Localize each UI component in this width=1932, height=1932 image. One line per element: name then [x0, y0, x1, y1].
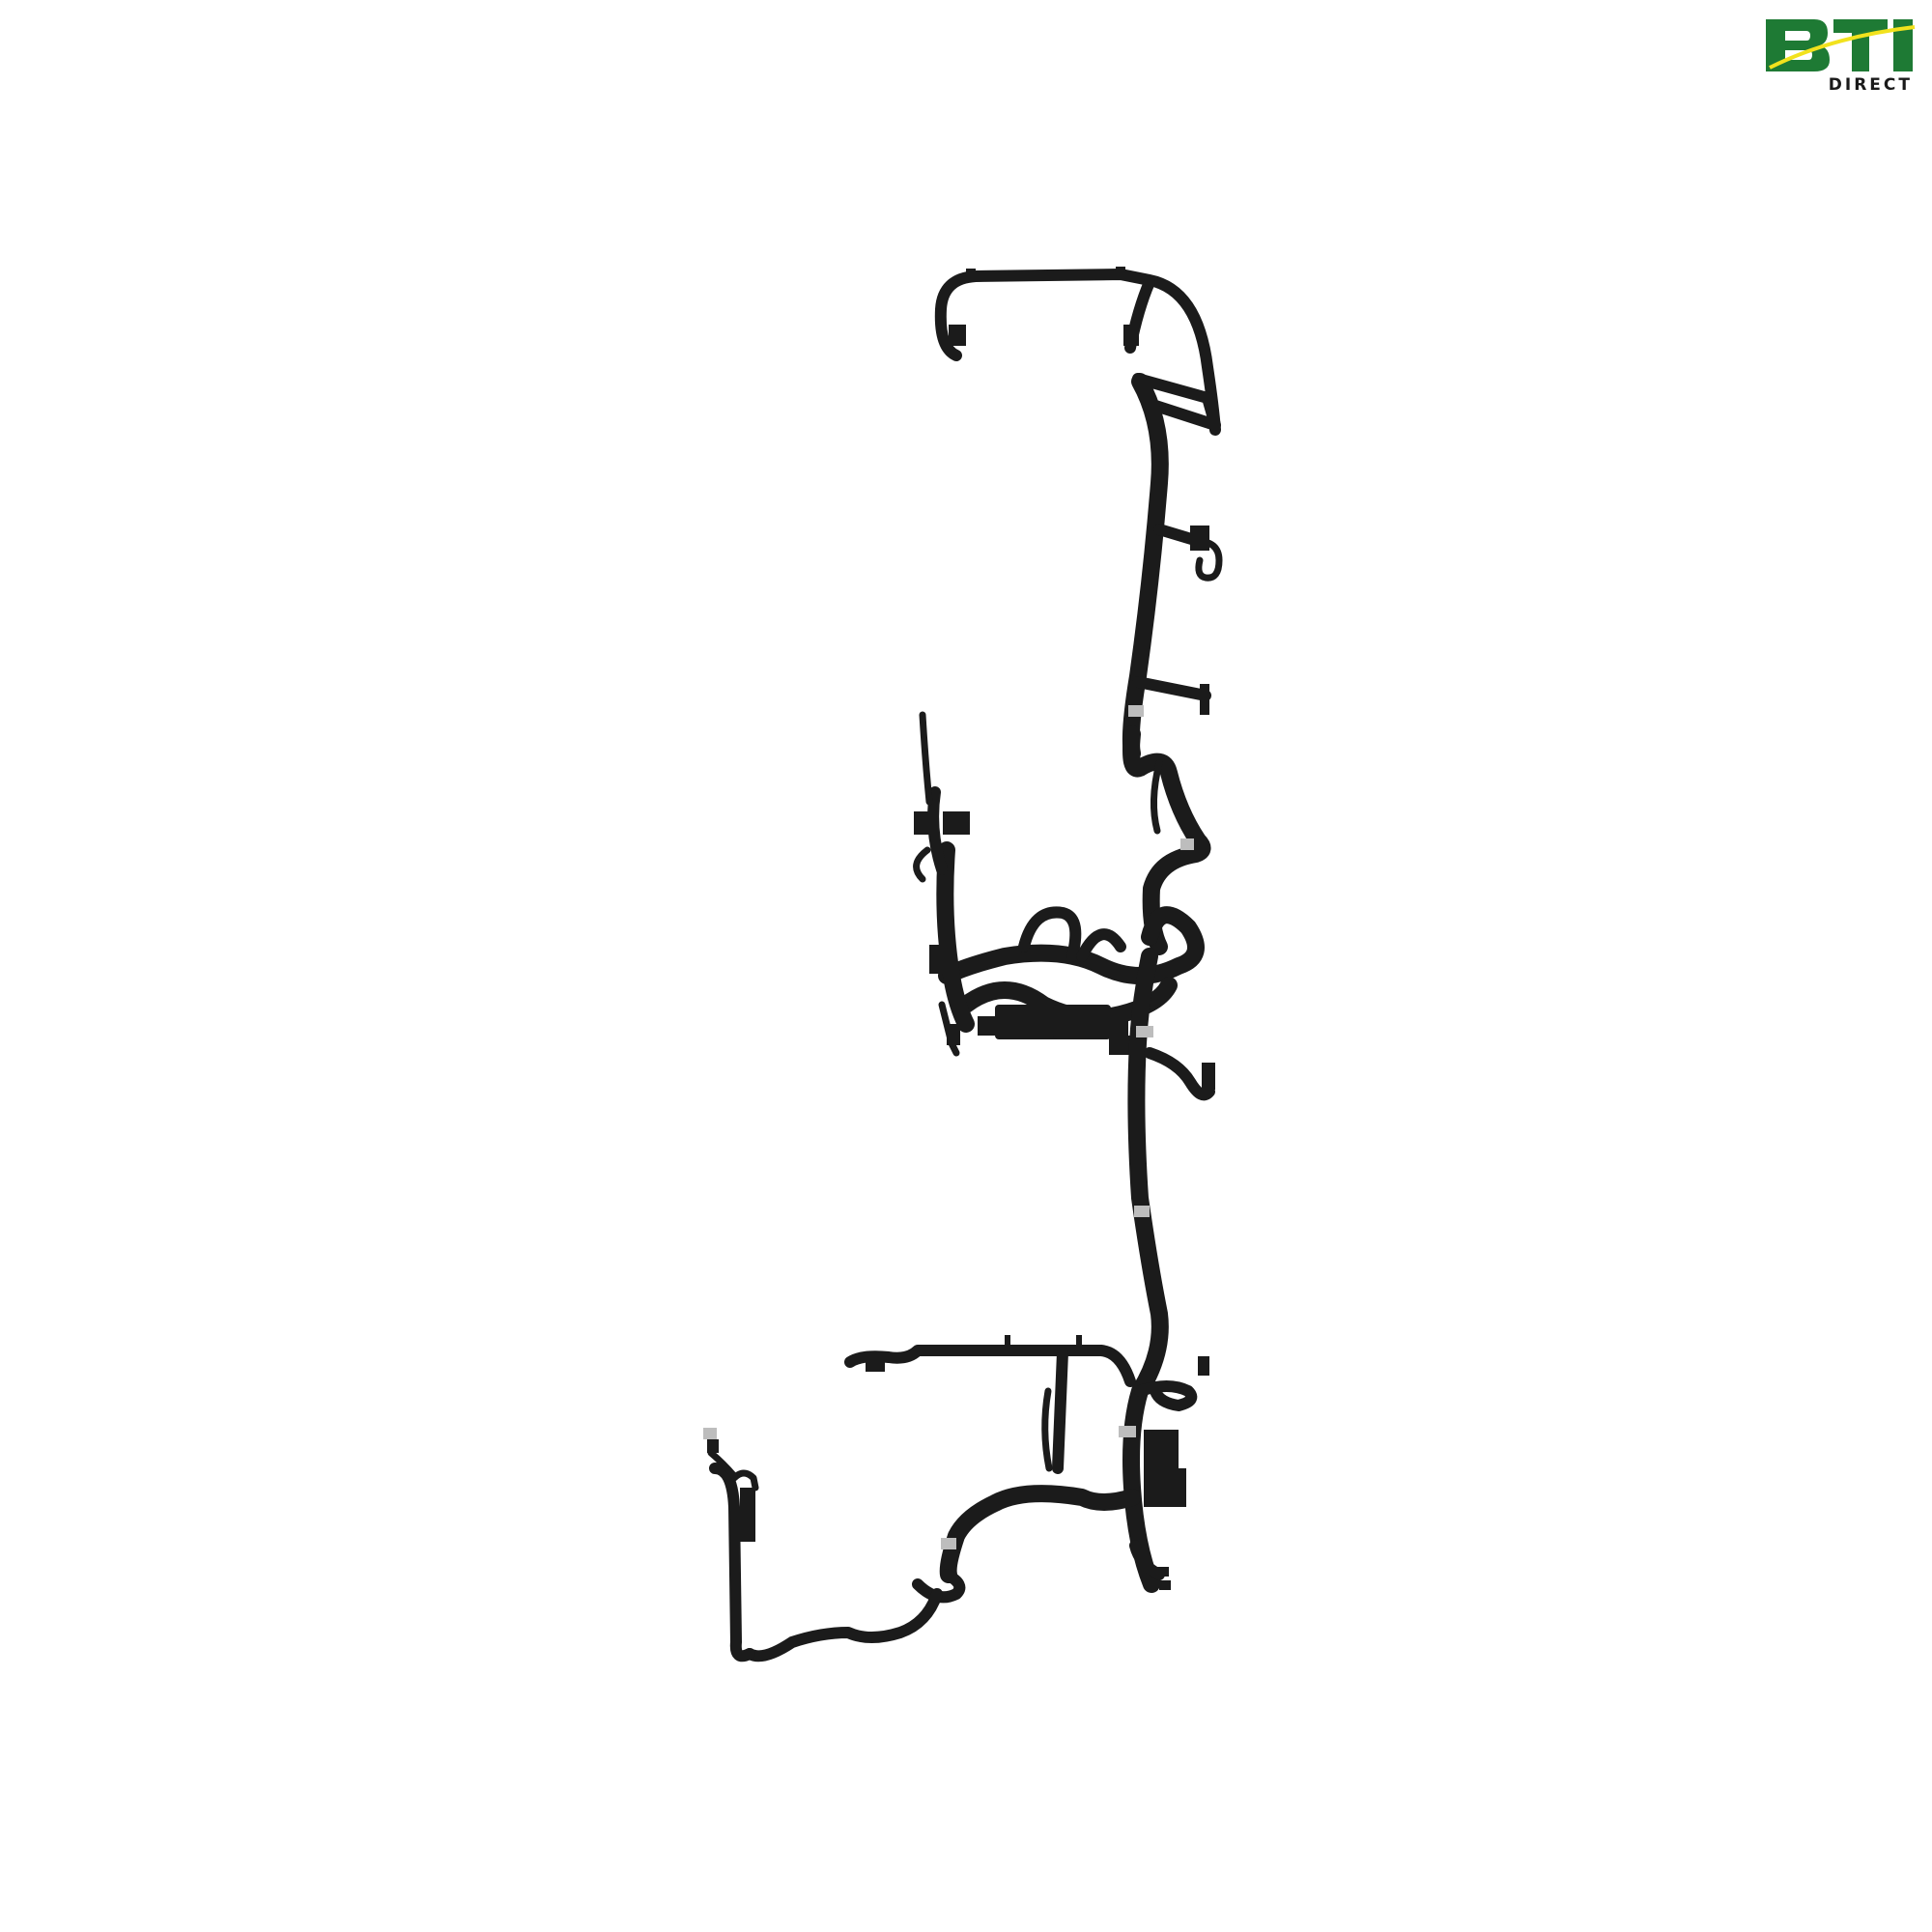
brand-logo: DIRECT: [1764, 17, 1918, 97]
logo-subtext: DIRECT: [1828, 75, 1913, 95]
bti-logo-mark: [1766, 19, 1916, 71]
